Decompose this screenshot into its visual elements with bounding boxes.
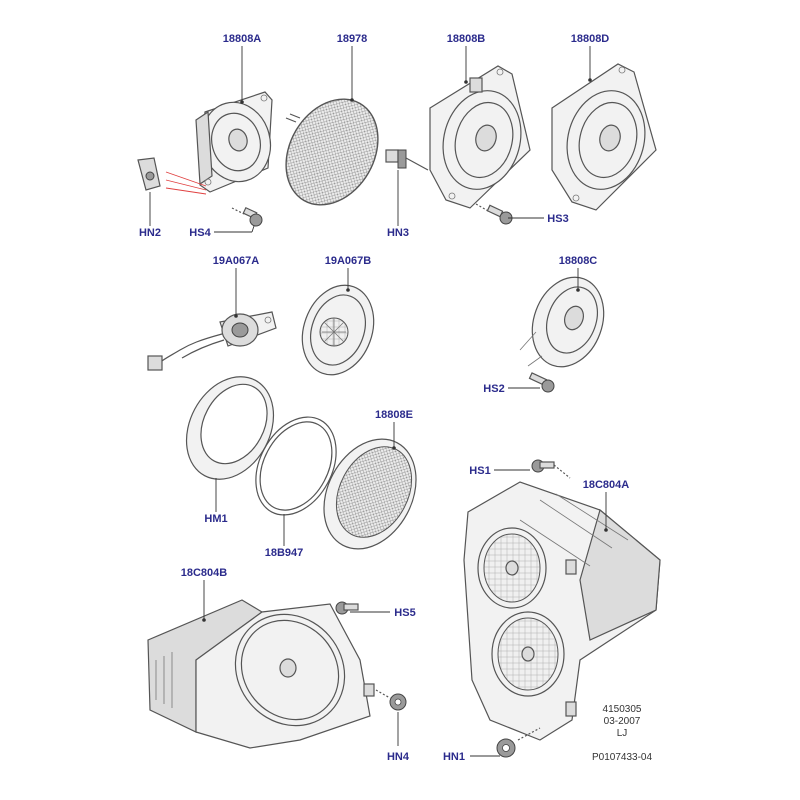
speaker-18808a <box>195 91 273 193</box>
clip-hn2 <box>137 157 161 191</box>
speaker-18808b <box>429 65 531 209</box>
label-18b947: 18B947 <box>265 547 304 559</box>
label-18808b: 18808B <box>447 33 486 45</box>
label-19a067b: 19A067B <box>325 255 372 267</box>
label-18978: 18978 <box>337 33 368 45</box>
label-18808c: 18808C <box>559 255 598 267</box>
label-hs2: HS2 <box>483 383 504 395</box>
mounting-ring-hm1 <box>185 376 275 480</box>
speaker-18808d <box>551 63 657 211</box>
enclosure-18c804b <box>147 599 375 749</box>
reference-date: 03-2007 <box>604 716 641 727</box>
gasket-18b947 <box>255 416 337 516</box>
reference-block: 4150305 03-2007 LJ P0107433-04 <box>592 704 652 763</box>
enclosure-18c804a <box>463 481 661 741</box>
label-hm1: HM1 <box>204 513 227 525</box>
screw-hs3 <box>475 203 513 225</box>
label-18808d: 18808D <box>571 33 610 45</box>
label-18808e: 18808E <box>375 409 413 421</box>
screw-hs4 <box>231 206 263 227</box>
nut-hn4 <box>375 689 407 711</box>
screw-hs1 <box>531 459 571 479</box>
label-hn4: HN4 <box>387 751 410 763</box>
label-hn2: HN2 <box>139 227 161 239</box>
label-18c804a: 18C804A <box>583 479 630 491</box>
tweeter-19a067a <box>147 311 277 371</box>
speaker-18808c <box>519 276 605 368</box>
tweeter-housing-19a067b <box>301 284 375 376</box>
label-18808a: 18808A <box>223 33 262 45</box>
label-19a067a: 19A067A <box>213 255 260 267</box>
fitment-leader-lines <box>165 171 207 195</box>
grille-18978 <box>285 98 379 206</box>
nut-hn1 <box>496 727 541 758</box>
part-labels: 18808A 18978 18808B 18808D HN2 HS4 HN3 H… <box>139 33 629 763</box>
label-hs4: HS4 <box>189 227 211 239</box>
screw-hs5 <box>335 601 359 615</box>
reference-code: 4150305 <box>603 704 642 715</box>
screw-hs2 <box>528 372 555 393</box>
label-hn1: HN1 <box>443 751 465 763</box>
label-hs3: HS3 <box>547 213 568 225</box>
reference-drawing-number: P0107433-04 <box>592 752 652 763</box>
label-hs1: HS1 <box>469 465 490 477</box>
leader-lines <box>149 46 608 757</box>
grille-18808e <box>323 438 417 550</box>
connector-hn3 <box>385 149 429 171</box>
label-hn3: HN3 <box>387 227 409 239</box>
label-18c804b: 18C804B <box>181 567 228 579</box>
reference-initials: LJ <box>617 728 628 739</box>
label-hs5: HS5 <box>394 607 415 619</box>
